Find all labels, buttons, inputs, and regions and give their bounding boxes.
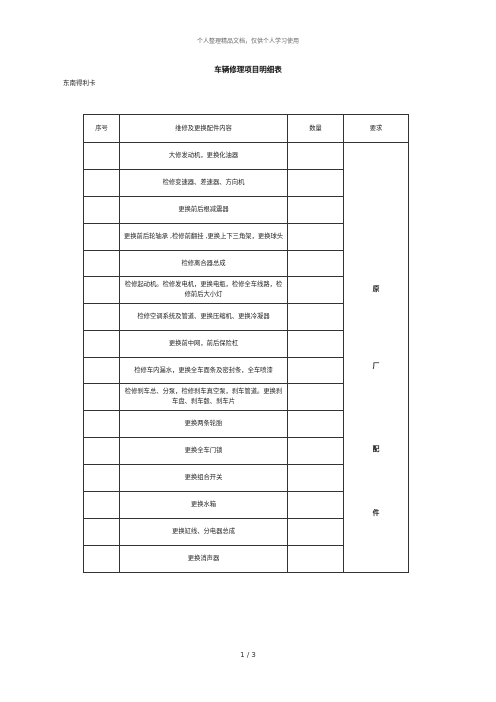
row-number-cell xyxy=(83,437,120,465)
row-content-cell: 更换水箱 xyxy=(119,491,288,519)
row-number-cell xyxy=(83,250,120,277)
row-number-cell xyxy=(83,196,120,224)
row-quantity-cell xyxy=(287,357,344,384)
row-content-cell: 更换前后轮轴承 ,检修前翻挂 ,更换上下三角架，更换球头 xyxy=(119,223,288,251)
table-row: 大修发动机，更换化油器原厂配件 xyxy=(83,142,409,573)
requirement-char: 配 xyxy=(372,444,380,453)
row-number-cell xyxy=(83,491,120,519)
table-row: 检修车内漏水，更换全车面条及密封条，全车喷漆 xyxy=(83,357,409,384)
table-body: 大修发动机，更换化油器原厂配件检修变速器、差速器、方向机更换前后根减震器更换前后… xyxy=(83,142,409,573)
row-content-cell: 更换组合开关 xyxy=(119,464,288,492)
row-content-cell: 更换缸线、分电器总成 xyxy=(119,518,288,546)
row-number-cell xyxy=(83,357,120,384)
document-title: 车辆修理项目明细表 xyxy=(214,65,282,74)
table-row: 更换前后根减震器 xyxy=(83,196,409,224)
row-quantity-cell xyxy=(287,330,344,358)
row-content-cell: 检修起动机。检修发电机，更换电瓶，检修全车线路，检修前后大小灯 xyxy=(119,276,288,304)
row-number-cell xyxy=(83,169,120,197)
row-number-cell xyxy=(83,142,120,170)
row-number-cell xyxy=(83,464,120,492)
table-row: 更换消声器 xyxy=(83,545,409,573)
row-content-cell: 检修变速器、差速器、方向机 xyxy=(119,169,288,197)
row-content-cell: 更换两条轮胎 xyxy=(119,410,288,438)
header-requirement: 要求 xyxy=(343,114,409,143)
header-no: 序号 xyxy=(83,114,120,143)
table-row: 更换前后轮轴承 ,检修前翻挂 ,更换上下三角架，更换球头 xyxy=(83,223,409,251)
requirement-char: 厂 xyxy=(372,361,380,370)
row-content-cell: 更换前后根减震器 xyxy=(119,196,288,224)
table-row: 更换全车门锁 xyxy=(83,437,409,465)
page-number: 1 / 3 xyxy=(240,651,256,659)
row-number-cell xyxy=(83,276,120,304)
row-quantity-cell xyxy=(287,196,344,224)
row-quantity-cell xyxy=(287,491,344,519)
requirement-char: 件 xyxy=(372,508,380,517)
row-quantity-cell xyxy=(287,437,344,465)
row-content-cell: 检修车内漏水，更换全车面条及密封条，全车喷漆 xyxy=(119,357,288,384)
row-number-cell xyxy=(83,330,120,358)
row-quantity-cell xyxy=(287,545,344,573)
row-content-cell: 更换全车门锁 xyxy=(119,437,288,465)
table-row: 更换两条轮胎 xyxy=(83,410,409,438)
row-quantity-cell xyxy=(287,250,344,277)
row-number-cell xyxy=(83,518,120,546)
row-quantity-cell xyxy=(287,464,344,492)
row-quantity-cell xyxy=(287,169,344,197)
row-number-cell xyxy=(83,410,120,438)
repair-items-table: 序号 维修及更换配件内容 数量 要求 大修发动机，更换化油器原厂配件检修变速器、… xyxy=(83,114,409,573)
row-quantity-cell xyxy=(287,518,344,546)
header-note: 个人整理精品文档，仅供个人学习使用 xyxy=(196,38,299,45)
row-content-cell: 更换前中网，前后保险杠 xyxy=(119,330,288,358)
row-number-cell xyxy=(83,303,120,331)
header-quantity: 数量 xyxy=(287,114,344,143)
row-quantity-cell xyxy=(287,142,344,170)
row-quantity-cell xyxy=(287,303,344,331)
requirement-char: 原 xyxy=(372,284,380,293)
row-number-cell xyxy=(83,223,120,251)
row-content-cell: 大修发动机，更换化油器 xyxy=(119,142,288,170)
table-row: 检修起动机。检修发电机，更换电瓶，检修全车线路，检修前后大小灯 xyxy=(83,276,409,304)
requirement-cell: 原厂配件 xyxy=(343,142,409,573)
row-number-cell xyxy=(83,383,120,411)
row-number-cell xyxy=(83,545,120,573)
table-header-row: 序号 维修及更换配件内容 数量 要求 xyxy=(83,114,409,143)
table-row: 检修刹车总、分泵，检修刹车真空泵，刹车管道。更换刹车盘、刹车毂、刹车片 xyxy=(83,383,409,411)
row-content-cell: 检修刹车总、分泵，检修刹车真空泵，刹车管道。更换刹车盘、刹车毂、刹车片 xyxy=(119,383,288,411)
row-content-cell: 检修离合器总成 xyxy=(119,250,288,277)
row-quantity-cell xyxy=(287,276,344,304)
table-row: 更换前中网，前后保险杠 xyxy=(83,330,409,358)
row-content-cell: 更换消声器 xyxy=(119,545,288,573)
row-content-cell: 检修空调系统及管道、更换压缩机、更换冷凝器 xyxy=(119,303,288,331)
row-quantity-cell xyxy=(287,223,344,251)
vehicle-model: 东南得利卡 xyxy=(63,79,96,87)
header-content: 维修及更换配件内容 xyxy=(119,114,288,143)
table-row: 更换缸线、分电器总成 xyxy=(83,518,409,546)
row-quantity-cell xyxy=(287,383,344,411)
row-quantity-cell xyxy=(287,410,344,438)
